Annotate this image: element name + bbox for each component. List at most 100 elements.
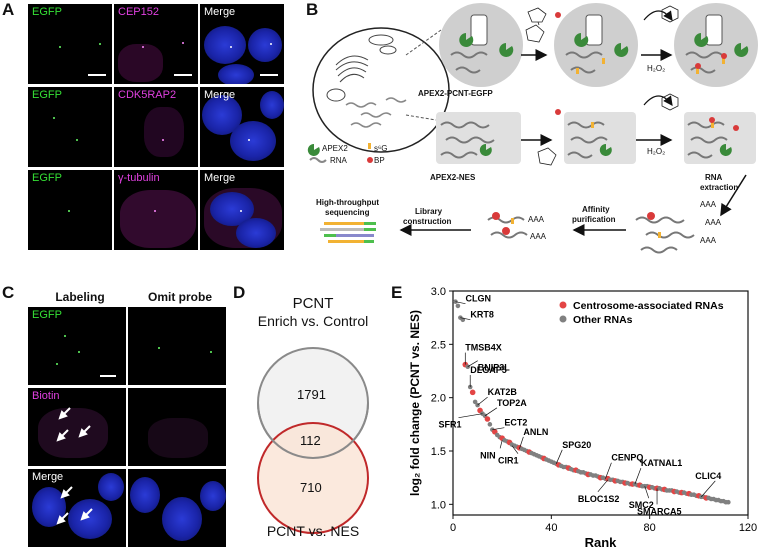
x-axis-label: Rank bbox=[585, 535, 618, 550]
x-tick-label: 120 bbox=[739, 522, 757, 534]
poly-a-label-1: AAA bbox=[700, 200, 717, 209]
venn-bottom-count: 710 bbox=[300, 480, 322, 495]
c-egfp-omit-tile bbox=[128, 307, 226, 385]
panel-label-a: A bbox=[2, 0, 15, 19]
annotation-leader bbox=[492, 427, 505, 431]
sequencing-label-2: sequencing bbox=[325, 208, 370, 217]
x-tick-label: 40 bbox=[545, 522, 557, 534]
panel-b-schematic bbox=[307, 3, 758, 254]
c-merge-label: Merge bbox=[32, 471, 64, 483]
c-col-omit-probe: Omit probe bbox=[147, 290, 212, 304]
a-cep152-label: CEP152 bbox=[118, 6, 159, 18]
legend-rna-icon bbox=[309, 157, 327, 163]
legend-s6g-label: s⁶G bbox=[374, 144, 388, 153]
c-merge-arrows bbox=[56, 486, 93, 525]
gene-annotation: SMARCA5 bbox=[637, 506, 682, 516]
annotation-leader bbox=[701, 480, 716, 498]
a-merge-label-3: Merge bbox=[204, 172, 236, 184]
panel-d-venn: PCNT Enrich vs. Control 1791 112 710 PCN… bbox=[233, 283, 393, 553]
gene-annotation: BNIP3L bbox=[478, 363, 511, 373]
annotation-leader bbox=[605, 462, 612, 479]
legend-s6g-icon bbox=[368, 143, 371, 149]
annotation-leader bbox=[484, 407, 498, 417]
a-merge-tile-2: Merge bbox=[200, 87, 284, 167]
poly-a-label-4: AAA bbox=[528, 215, 545, 224]
gene-annotation: KATNAL1 bbox=[641, 458, 682, 468]
venn-bottom-label: PCNT vs. NES bbox=[266, 523, 360, 539]
legend-apex2-label: APEX2 bbox=[322, 144, 348, 153]
poly-a-label-5: AAA bbox=[530, 232, 547, 241]
annotation-leader bbox=[511, 445, 519, 454]
a-gamma-tubulin-tile: γ-tubulin bbox=[114, 170, 198, 250]
y-tick-label: 1.0 bbox=[431, 499, 446, 511]
annotation-leader bbox=[477, 396, 488, 406]
c-biotin-arrows bbox=[56, 407, 91, 442]
gene-annotation: CENPQ bbox=[611, 453, 643, 463]
annotation-leader bbox=[519, 436, 524, 449]
c-biotin-label: Biotin bbox=[32, 390, 60, 402]
legend-marker bbox=[559, 315, 567, 323]
c-biotin-omit-tile bbox=[128, 388, 226, 466]
h2o2-label-bottom: H₂O₂ bbox=[647, 147, 666, 156]
centrosome-point bbox=[484, 416, 491, 422]
c-merge-omit-tile bbox=[128, 469, 226, 547]
other-point bbox=[465, 364, 471, 370]
gene-annotation: SMC2 bbox=[629, 500, 654, 510]
venn-top-count: 1791 bbox=[297, 387, 326, 402]
a-egfp-tile-2: EGFP bbox=[28, 87, 112, 167]
c-merge-labeling-tile: Merge bbox=[28, 469, 126, 547]
annotation-leader bbox=[455, 301, 466, 305]
a-gamma-tubulin-label: γ-tubulin bbox=[118, 172, 160, 184]
gene-annotation: DLGAP5 bbox=[470, 365, 507, 375]
panel-label-b: B bbox=[306, 0, 319, 19]
legend-marker bbox=[559, 301, 567, 309]
annotation-leader bbox=[467, 360, 478, 368]
c-col-labeling: Labeling bbox=[55, 290, 105, 304]
library-label-2: construction bbox=[403, 217, 452, 226]
a-egfp-label-1: EGFP bbox=[32, 6, 62, 18]
a-merge-tile-3: Merge bbox=[200, 170, 284, 250]
plot-frame bbox=[452, 290, 749, 516]
legend-apex2-icon bbox=[307, 143, 320, 156]
venn-circles bbox=[257, 347, 369, 534]
c-egfp-labeling-tile: EGFP bbox=[28, 307, 126, 385]
gene-annotation: TOP2A bbox=[497, 398, 527, 408]
c-egfp-label: EGFP bbox=[32, 309, 62, 321]
a-egfp-tile-1: EGFP bbox=[28, 4, 112, 84]
other-point bbox=[455, 303, 461, 309]
venn-title-1: PCNT bbox=[292, 295, 334, 312]
annotation-leader bbox=[458, 413, 483, 419]
other-point bbox=[472, 399, 478, 405]
cell-outline bbox=[312, 27, 450, 153]
legend-label: Other RNAs bbox=[573, 314, 633, 326]
gene-annotation: CLGN bbox=[465, 294, 491, 304]
construct-top-label: APEX2-PCNT-EGFP bbox=[418, 89, 493, 98]
affinity-label-1: Affinity bbox=[582, 205, 610, 214]
a-merge-label-2: Merge bbox=[204, 89, 236, 101]
y-tick-label: 2.0 bbox=[431, 393, 446, 405]
annotation-leader bbox=[499, 440, 503, 449]
gene-annotation: NIN bbox=[480, 450, 496, 460]
gene-annotation: CLIC4 bbox=[695, 471, 721, 481]
other-point bbox=[453, 299, 458, 304]
affinity-label-2: purification bbox=[572, 215, 616, 224]
panel-label-c: C bbox=[2, 283, 15, 302]
gene-annotation: SFR1 bbox=[439, 420, 462, 430]
rna-extraction-label-2: extraction bbox=[700, 183, 739, 192]
gene-annotation: KRT8 bbox=[470, 310, 494, 320]
gene-annotation: BLOC1S2 bbox=[578, 494, 620, 504]
legend-rna-label: RNA bbox=[330, 156, 347, 165]
poly-a-label-2: AAA bbox=[705, 218, 722, 227]
other-point bbox=[726, 499, 731, 505]
centrosome-point bbox=[469, 389, 476, 396]
panel-label-e: E bbox=[391, 283, 403, 302]
y-axis-label: log₂ fold change (PCNT vs. NES) bbox=[408, 310, 422, 496]
poly-a-label-3: AAA bbox=[700, 236, 717, 245]
library-label-1: Library bbox=[415, 207, 443, 216]
y-tick-label: 2.5 bbox=[431, 339, 446, 351]
gene-annotation: SPG20 bbox=[562, 440, 591, 450]
venn-overlap-count: 112 bbox=[300, 433, 321, 448]
a-egfp-label-3: EGFP bbox=[32, 172, 62, 184]
h2o2-label-top: H₂O₂ bbox=[647, 64, 666, 73]
